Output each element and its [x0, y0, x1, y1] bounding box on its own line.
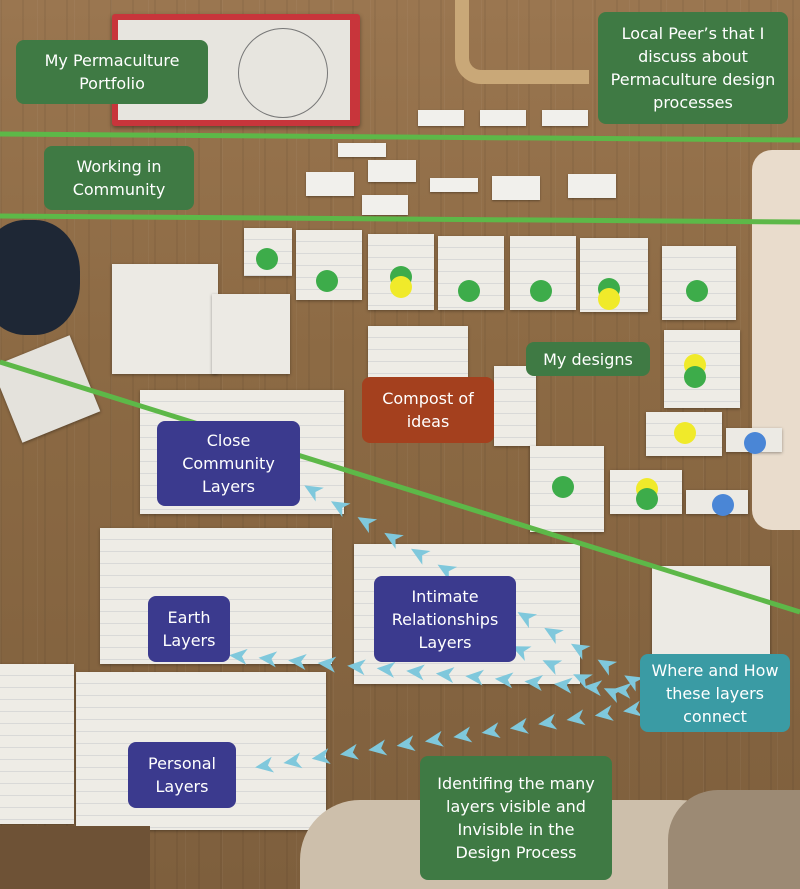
arrow-chevron — [357, 517, 378, 534]
community-card — [430, 178, 478, 192]
community-card — [568, 174, 616, 198]
community-card — [362, 195, 408, 215]
identifing-layers-label: Identifing the many layers visible and I… — [420, 756, 612, 880]
design-sheet — [212, 294, 290, 374]
arrow-chevron — [424, 730, 444, 747]
arrow-chevron — [597, 659, 618, 676]
divider-line — [0, 213, 800, 225]
peer-card — [418, 110, 464, 126]
community-card — [306, 172, 354, 196]
yellow-dot — [598, 288, 620, 310]
arrow-chevron — [538, 713, 558, 730]
working-in-community-label: Working in Community — [44, 146, 194, 210]
chair-leg — [455, 0, 589, 84]
arrow-chevron — [340, 743, 360, 760]
community-card — [368, 160, 416, 182]
green-dot — [256, 248, 278, 270]
notebook — [0, 664, 74, 824]
green-dot — [684, 366, 706, 388]
arrow-chevron — [603, 688, 624, 704]
cushion — [752, 150, 800, 530]
yellow-dot — [390, 276, 412, 298]
peer-card — [480, 110, 526, 126]
earth-layers-label: Earth Layers — [148, 596, 230, 662]
peer-card — [542, 110, 588, 126]
arrow-chevron — [566, 709, 586, 726]
green-dot — [316, 270, 338, 292]
arrow-chevron — [453, 726, 473, 743]
green-dot — [552, 476, 574, 498]
arrow-chevron — [583, 680, 603, 697]
community-card — [492, 176, 540, 200]
arrow-chevron — [481, 722, 501, 739]
community-card — [338, 143, 386, 157]
arrow-chevron — [368, 739, 388, 756]
local-peers-label: Local Peer’s that I discuss about Permac… — [598, 12, 788, 124]
green-dot — [530, 280, 552, 302]
design-sheet — [368, 326, 468, 380]
dark-bag — [0, 220, 80, 335]
divider-line — [0, 131, 800, 143]
close-community-layers-label: Close Community Layers — [157, 421, 300, 506]
intimate-relationships-layers-label: Intimate Relationships Layers — [374, 576, 516, 662]
green-dot — [636, 488, 658, 510]
green-dot — [458, 280, 480, 302]
green-dot — [686, 280, 708, 302]
arrow-chevron — [613, 682, 632, 699]
blue-dot — [712, 494, 734, 516]
chair-arm — [668, 790, 800, 889]
design-sheet — [494, 366, 536, 446]
floor-corner — [0, 826, 150, 889]
my-designs-label: My designs — [526, 342, 650, 376]
arrow-chevron — [396, 735, 416, 752]
portfolio-label: My Permaculture Portfolio — [16, 40, 208, 104]
personal-layers-label: Personal Layers — [128, 742, 236, 808]
compost-of-ideas-label: Compost of ideas — [362, 377, 494, 443]
arrow-chevron — [594, 705, 614, 721]
blue-dot — [744, 432, 766, 454]
design-sheet — [244, 228, 292, 276]
booklet — [0, 335, 101, 443]
where-and-how-label: Where and How these layers connect — [640, 654, 790, 732]
yellow-dot — [674, 422, 696, 444]
arrow-chevron — [509, 717, 529, 734]
design-sheet — [112, 264, 218, 374]
compass-drawing — [238, 28, 328, 118]
